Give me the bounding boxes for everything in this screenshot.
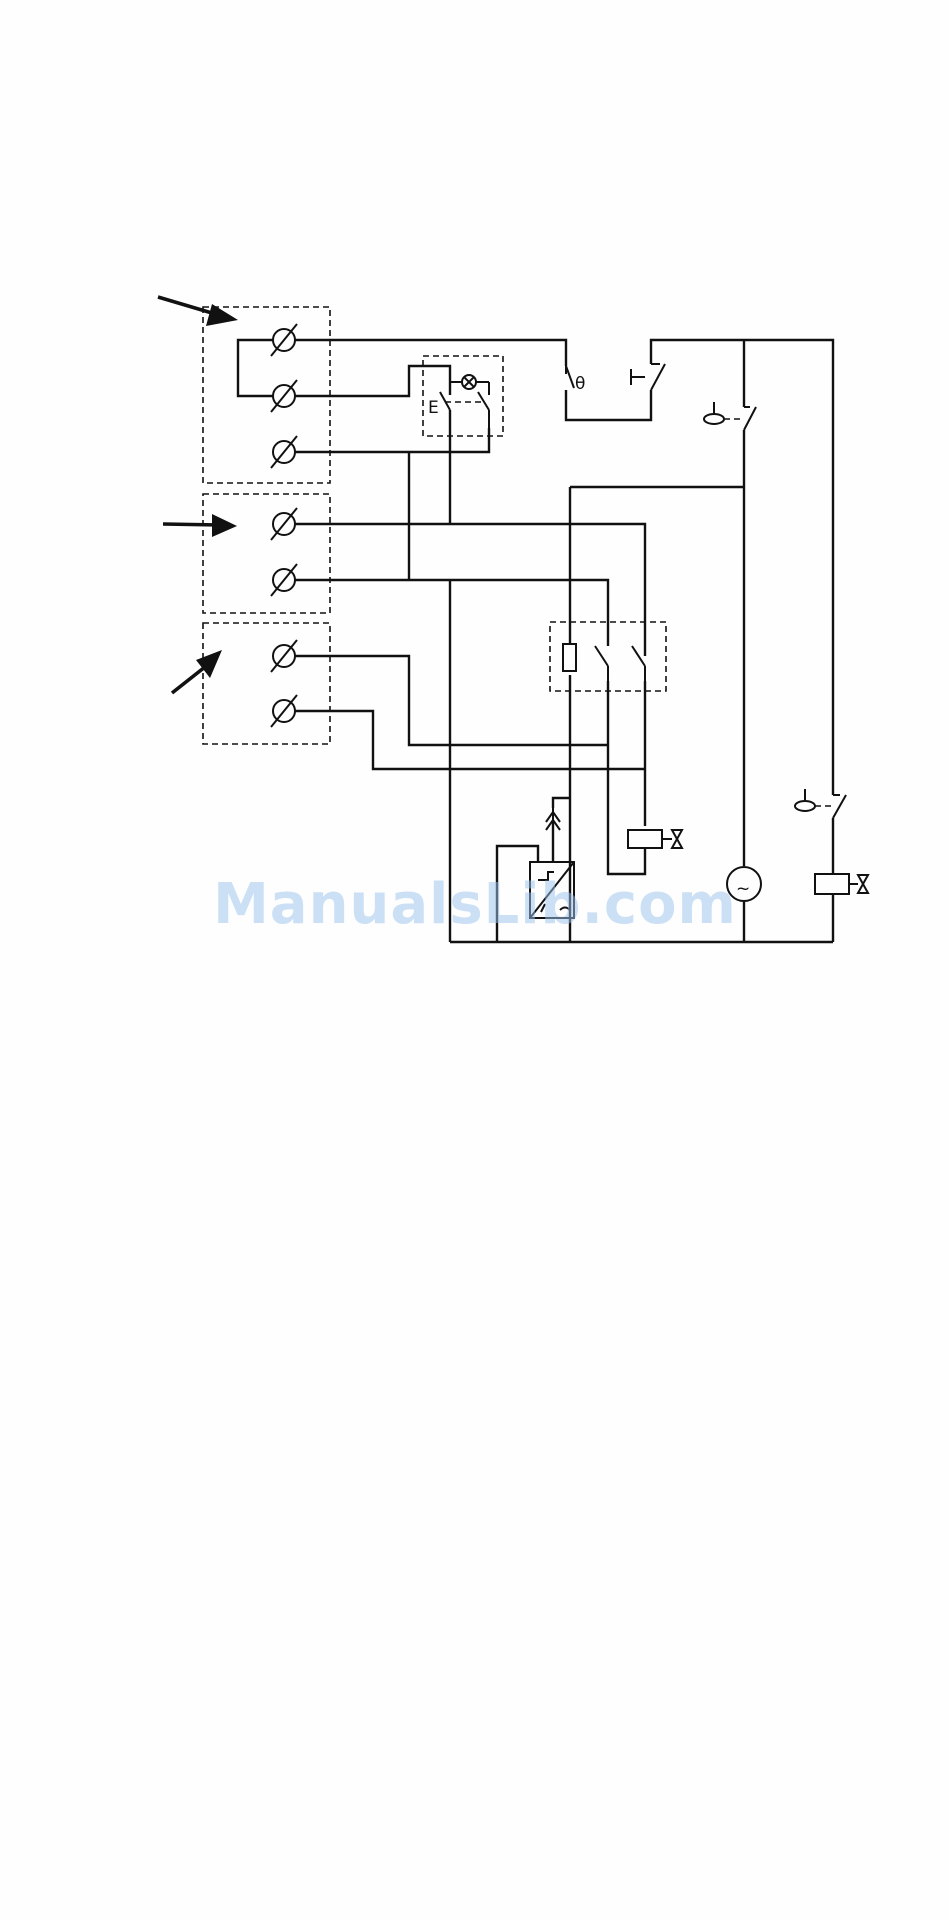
ac-source: ~	[727, 867, 761, 901]
bridge-wire	[238, 340, 273, 396]
lamp-switch: E	[423, 356, 503, 436]
terminal-icon	[271, 640, 297, 672]
wire	[608, 681, 645, 874]
ac-source-label: ~	[736, 879, 750, 899]
wire	[295, 340, 566, 366]
thermal-switch: θ	[566, 366, 585, 394]
solenoid-valve	[628, 830, 682, 848]
terminal-icon	[271, 508, 297, 540]
terminal-block-middle	[203, 494, 330, 613]
push-button-switch	[631, 364, 665, 390]
wire	[295, 428, 489, 452]
thermal-switch-label: θ	[575, 374, 585, 394]
wire	[566, 390, 651, 420]
input-arrow-middle	[163, 514, 237, 537]
pressure-switch-right	[795, 789, 846, 818]
wire	[295, 656, 608, 745]
pressure-switch-top	[704, 402, 756, 430]
wire	[295, 711, 645, 769]
lamp-switch-label: E	[428, 398, 439, 418]
wire	[651, 340, 833, 795]
input-arrow-bottom	[172, 650, 222, 693]
terminal-icon	[271, 695, 297, 727]
wire	[497, 846, 538, 942]
terminal-icon	[271, 436, 297, 468]
wire	[295, 580, 608, 646]
wire	[295, 524, 645, 656]
wire	[553, 798, 570, 808]
input-arrow-top	[158, 297, 238, 326]
terminal-icon	[271, 380, 297, 412]
solenoid-valve-right	[815, 874, 868, 894]
terminal-block-bottom	[203, 623, 330, 744]
terminal-icon	[271, 564, 297, 596]
wire	[295, 366, 450, 396]
terminal-icon	[271, 324, 297, 356]
